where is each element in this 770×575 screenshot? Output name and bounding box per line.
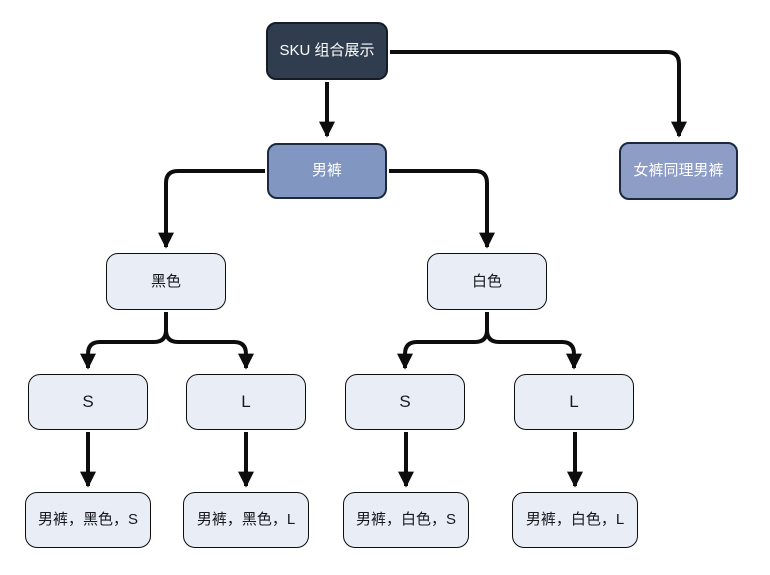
node-sku-white-s: 男裤，白色，S	[343, 492, 469, 548]
node-men-pants: 男裤	[267, 143, 387, 199]
node-sku-white-l: 男裤，白色，L	[512, 492, 638, 548]
node-sku-black-s: 男裤，黑色，S	[25, 492, 151, 548]
node-black-size-s: S	[28, 374, 148, 430]
node-black-size-l: L	[186, 374, 306, 430]
edge-men-black	[158, 169, 265, 249]
edge-root-women	[390, 50, 687, 138]
edge-white-s	[397, 312, 489, 370]
node-women-pants-note: 女裤同理男裤	[619, 142, 738, 200]
edge-white-l	[485, 312, 582, 370]
edge-black-s	[80, 312, 168, 370]
node-white-size-l: L	[514, 374, 634, 430]
node-color-white: 白色	[427, 253, 547, 310]
node-sku-black-l: 男裤，黑色，L	[183, 492, 309, 548]
node-white-size-s: S	[345, 374, 465, 430]
edge-men-white	[389, 169, 495, 249]
node-sku-root: SKU 组合展示	[266, 22, 388, 80]
node-color-black: 黑色	[106, 253, 226, 310]
edge-black-l	[164, 312, 254, 370]
